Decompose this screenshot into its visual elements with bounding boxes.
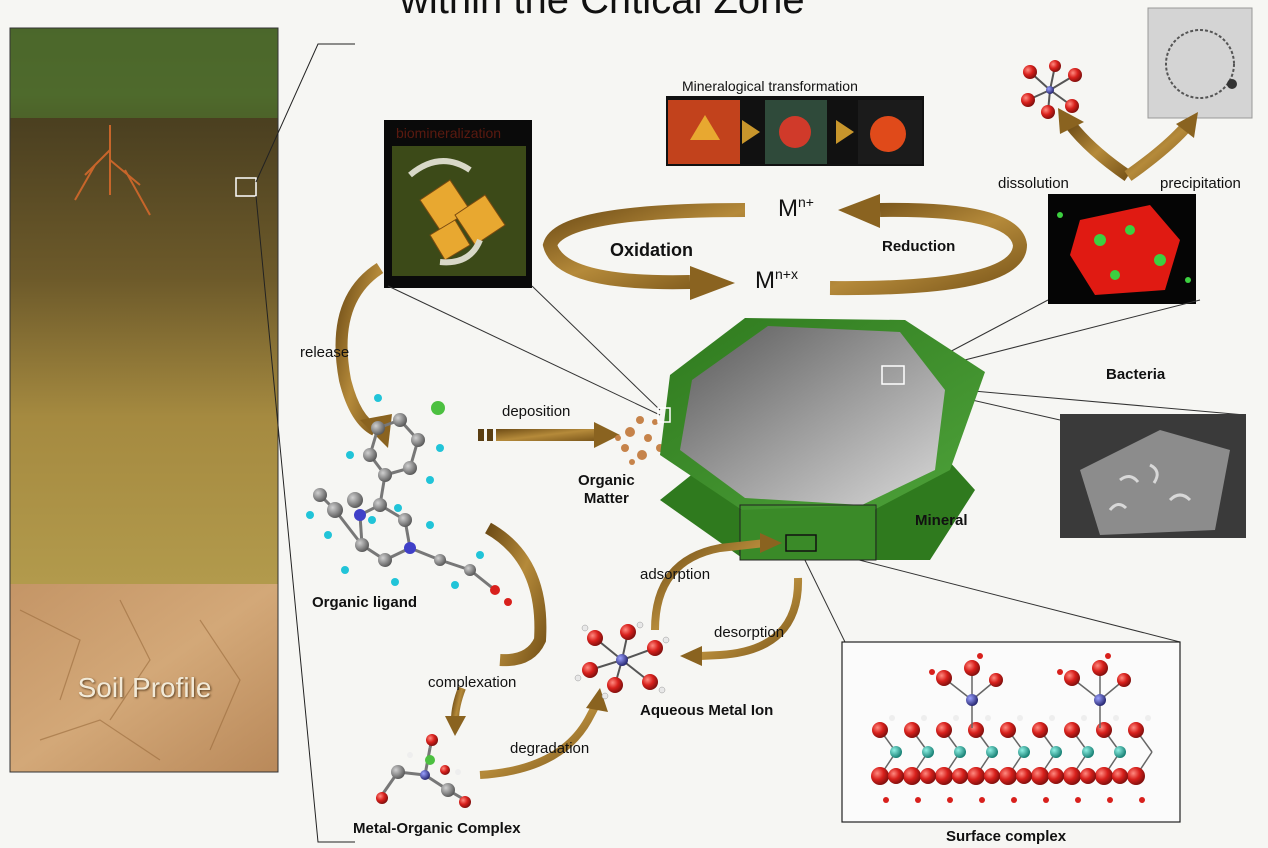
organic-ligand-label: Organic ligand	[312, 594, 417, 611]
precipitation-label: precipitation	[1160, 175, 1241, 192]
mineralogical-transformation-label: Mineralogical transformation	[682, 78, 858, 94]
reduction-label: Reduction	[882, 238, 955, 255]
aqueous-metal-ion-molecule	[575, 622, 669, 699]
dissolution-label: dissolution	[998, 175, 1069, 192]
surface-complex-label: Surface complex	[946, 828, 1066, 845]
organic-matter-label: Organic Matter	[578, 472, 635, 508]
deposition-arrow	[478, 422, 620, 448]
mineralogical-transformation-panel	[666, 96, 924, 166]
biomineralization-panel	[384, 120, 532, 288]
complexation-arrow	[445, 528, 570, 736]
bacteria-label: Bacteria	[1106, 366, 1165, 383]
surface-complex-panel	[842, 642, 1180, 822]
adsorption-label: adsorption	[640, 566, 710, 583]
dissolved-metal-molecule	[1021, 60, 1082, 119]
precipitate-ring-image	[1148, 8, 1252, 118]
degradation-label: degradation	[510, 740, 589, 757]
desorption-label: desorption	[714, 624, 784, 641]
soil-profile-label: Soil Profile	[12, 672, 277, 704]
complexation-label: complexation	[428, 674, 516, 691]
bacteria-crystal-panel	[1048, 194, 1196, 304]
mineral-label: Mineral	[915, 512, 968, 529]
metal-organic-complex-label: Metal-Organic Complex	[353, 820, 521, 837]
degradation-arrow	[480, 688, 608, 775]
soil-profile-image	[10, 28, 278, 772]
organic-ligand-molecule	[306, 394, 512, 606]
bacteria-sem-image	[1060, 414, 1246, 538]
metal-oxidized-label: Mn+x	[755, 266, 798, 295]
deposition-label: deposition	[502, 403, 570, 420]
diagram-title: within the Critical Zone	[400, 0, 900, 23]
organic-matter-cluster	[615, 416, 664, 465]
biomineralization-label: biomineralization	[396, 125, 501, 141]
aqueous-metal-ion-label: Aqueous Metal Ion	[640, 702, 773, 719]
release-label: release	[300, 344, 349, 361]
oxidation-label: Oxidation	[610, 240, 693, 261]
metal-organic-complex-molecule	[376, 734, 471, 808]
metal-reduced-label: Mn+	[778, 194, 814, 223]
